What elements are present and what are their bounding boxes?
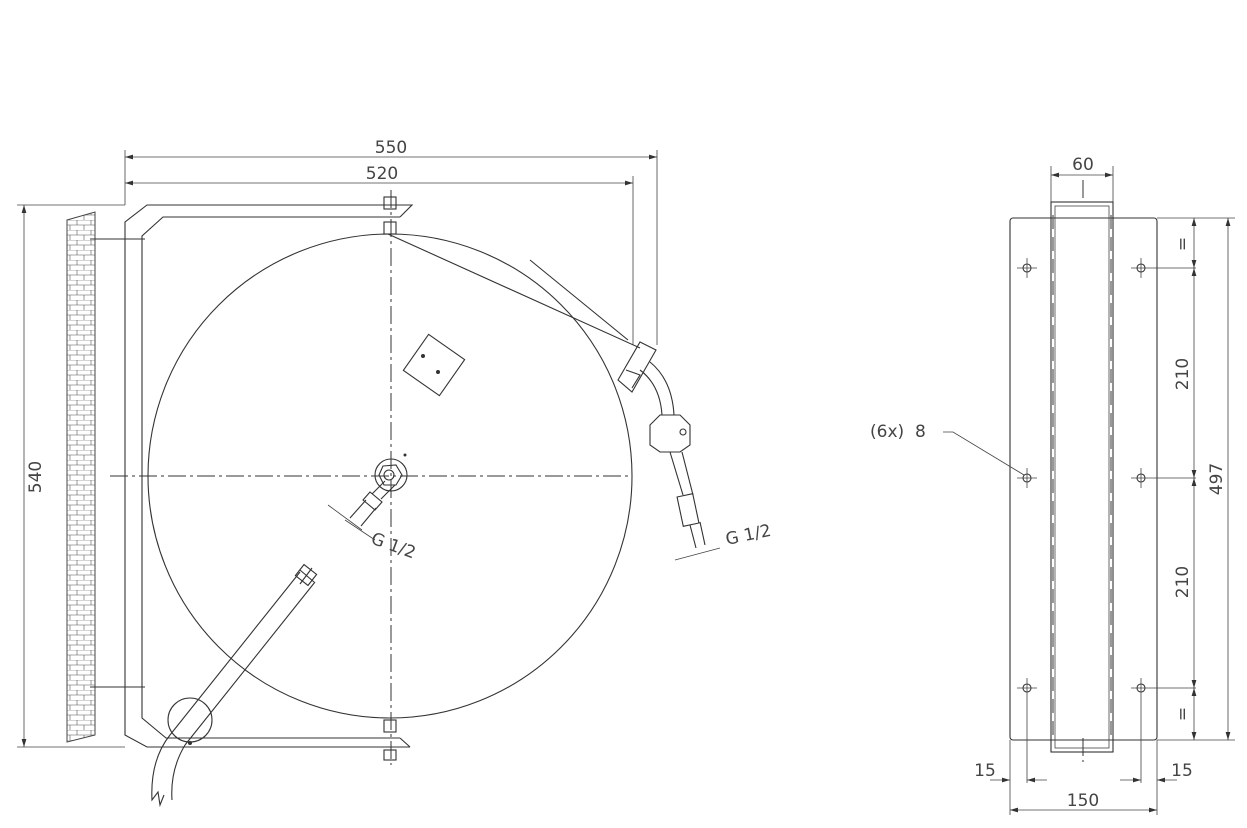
dim-210-upper-label: 210 bbox=[1173, 358, 1193, 390]
hole-callout: (6x) 8 bbox=[870, 422, 1025, 476]
dimension-15-right: 15 bbox=[1120, 740, 1193, 815]
inlet-thread-label: G 1/2 bbox=[368, 529, 418, 564]
mounting-plate bbox=[1009, 217, 1158, 741]
dimension-520: 520 bbox=[125, 164, 634, 345]
hose-drum bbox=[110, 190, 633, 765]
dim-520-label: 520 bbox=[366, 164, 398, 184]
wall-brick-hatch bbox=[66, 211, 96, 743]
channel bbox=[1050, 180, 1114, 762]
dim-497-label: 497 bbox=[1207, 463, 1227, 495]
dimension-15-left: 15 bbox=[974, 740, 1047, 815]
dimension-150: 150 bbox=[1010, 791, 1157, 813]
dim-540-label: 540 bbox=[26, 461, 46, 493]
equal-mark-bottom: = bbox=[1173, 707, 1193, 721]
mounting-holes bbox=[1017, 258, 1196, 783]
dim-550-label: 550 bbox=[375, 138, 407, 158]
dimension-497: 497 bbox=[1157, 217, 1235, 741]
dimension-550: 550 bbox=[124, 138, 658, 345]
equal-mark-top: = bbox=[1173, 237, 1193, 251]
hose bbox=[151, 563, 318, 808]
dim-15-right-label: 15 bbox=[1171, 761, 1193, 781]
reel-frame bbox=[90, 196, 414, 761]
hole-callout-label: (6x) 8 bbox=[870, 422, 926, 442]
dim-150-label: 150 bbox=[1067, 791, 1099, 811]
hose-guide-arm: G 1/2 bbox=[387, 233, 773, 561]
outlet-thread-label: G 1/2 bbox=[724, 521, 773, 550]
dim-15-left-label: 15 bbox=[974, 761, 996, 781]
side-view: 60 497 = 210 210 = (6x) 8 bbox=[870, 155, 1235, 815]
dim-60-label: 60 bbox=[1072, 155, 1094, 175]
dimension-hole-spacing: = 210 210 = bbox=[1173, 218, 1197, 740]
dimension-540: 540 bbox=[17, 204, 125, 748]
dimension-60: 60 bbox=[1050, 155, 1114, 202]
hub-inlet-fitting: G 1/2 bbox=[327, 453, 418, 564]
front-view: 550 520 540 bbox=[17, 138, 773, 808]
dim-210-lower-label: 210 bbox=[1173, 566, 1193, 598]
